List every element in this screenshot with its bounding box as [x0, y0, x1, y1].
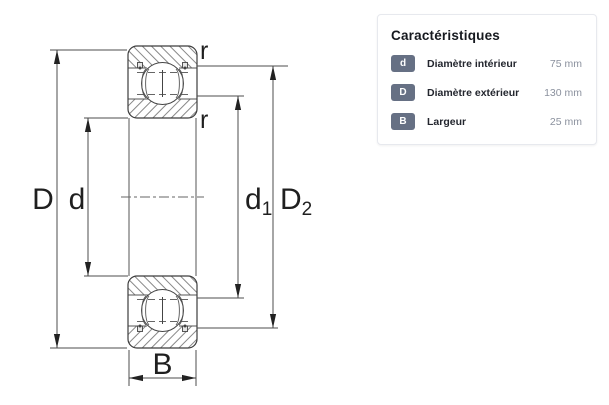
spec-value: 75 mm	[549, 57, 582, 70]
label-outer-diameter: D	[32, 183, 54, 216]
symbol-badge-d: d	[391, 55, 415, 72]
spec-label: Diamètre extérieur	[427, 86, 520, 99]
dimension-shoulder-inner	[197, 95, 244, 299]
spec-value: 130 mm	[544, 86, 582, 99]
bearing-cross-section-svg: D d d1 D2 r r B	[32, 37, 312, 386]
symbol-badge-D: D	[391, 84, 415, 101]
label-width: B	[152, 348, 172, 381]
spec-label: Diamètre intérieur	[427, 57, 517, 70]
spec-row-inner-diameter: d Diamètre intérieur 75 mm	[391, 55, 582, 72]
label-corner-radius-top: r	[200, 37, 208, 65]
dimension-outer-diameter	[50, 49, 127, 349]
spec-value: 25 mm	[549, 115, 582, 128]
dimension-shoulder-outer	[197, 65, 288, 329]
spec-label: Largeur	[427, 115, 467, 128]
panel-title: Caractéristiques	[391, 28, 500, 43]
spec-row-width: B Largeur 25 mm	[391, 113, 582, 130]
characteristics-panel: Caractéristiques d Diamètre intérieur 75…	[377, 14, 597, 145]
bearing-bottom-section	[128, 276, 197, 348]
spec-row-outer-diameter: D Diamètre extérieur 130 mm	[391, 84, 582, 101]
bearing-diagram: D d d1 D2 r r B	[32, 37, 312, 386]
bearing-top-section	[128, 46, 197, 118]
label-shoulder-inner: d1	[245, 183, 272, 220]
label-shoulder-outer: D2	[280, 183, 312, 220]
label-bore-diameter: d	[69, 183, 86, 216]
label-corner-radius-bottom: r	[200, 106, 208, 134]
symbol-badge-B: B	[391, 113, 415, 130]
dimension-width	[128, 350, 197, 386]
dimension-bore-diameter	[84, 117, 128, 277]
